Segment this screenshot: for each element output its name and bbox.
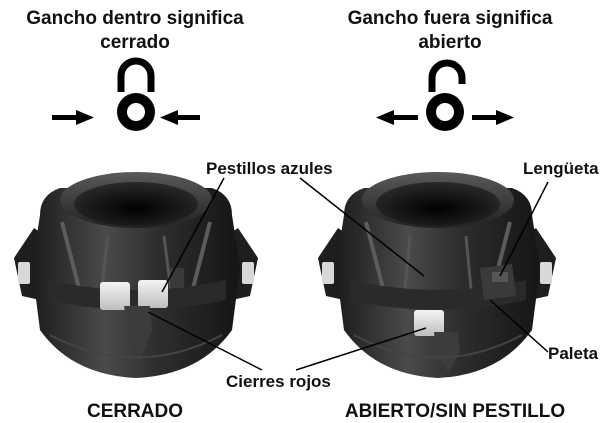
caption-open: ABIERTO/SIN PESTILLO [344,401,566,422]
label-paddle: Paleta [548,344,599,363]
leader-red-locks-left [147,311,263,371]
heading-closed-line1: Gancho dentro significa [26,8,244,29]
label-red-locks: Cierres rojos [226,372,331,391]
open-padlock-icon [426,59,466,131]
arrow-right-outward-icon [472,110,514,125]
arrow-left-inward-icon [160,110,200,125]
arrow-left-outward-icon [376,110,418,125]
caption-closed: CERRADO [86,401,184,422]
arrow-right-inward-icon [52,110,94,125]
leader-blue-latches-right [299,177,425,277]
leader-blue-latches-left [161,177,225,293]
leader-paddle [489,299,549,353]
leader-tab [499,181,549,277]
heading-closed-line2: cerrado [100,32,170,53]
leader-lines [147,177,549,371]
heading-open-line1: Gancho fuera significa [347,8,553,29]
closed-padlock-icon [117,57,155,131]
collar-open [318,172,556,378]
label-blue-latches: Pestillos azules [206,159,333,178]
collar-closed [14,172,258,378]
label-tab: Lengüeta [523,159,599,178]
heading-open-line2: abierto [418,32,482,53]
leader-red-locks-right [295,327,427,371]
